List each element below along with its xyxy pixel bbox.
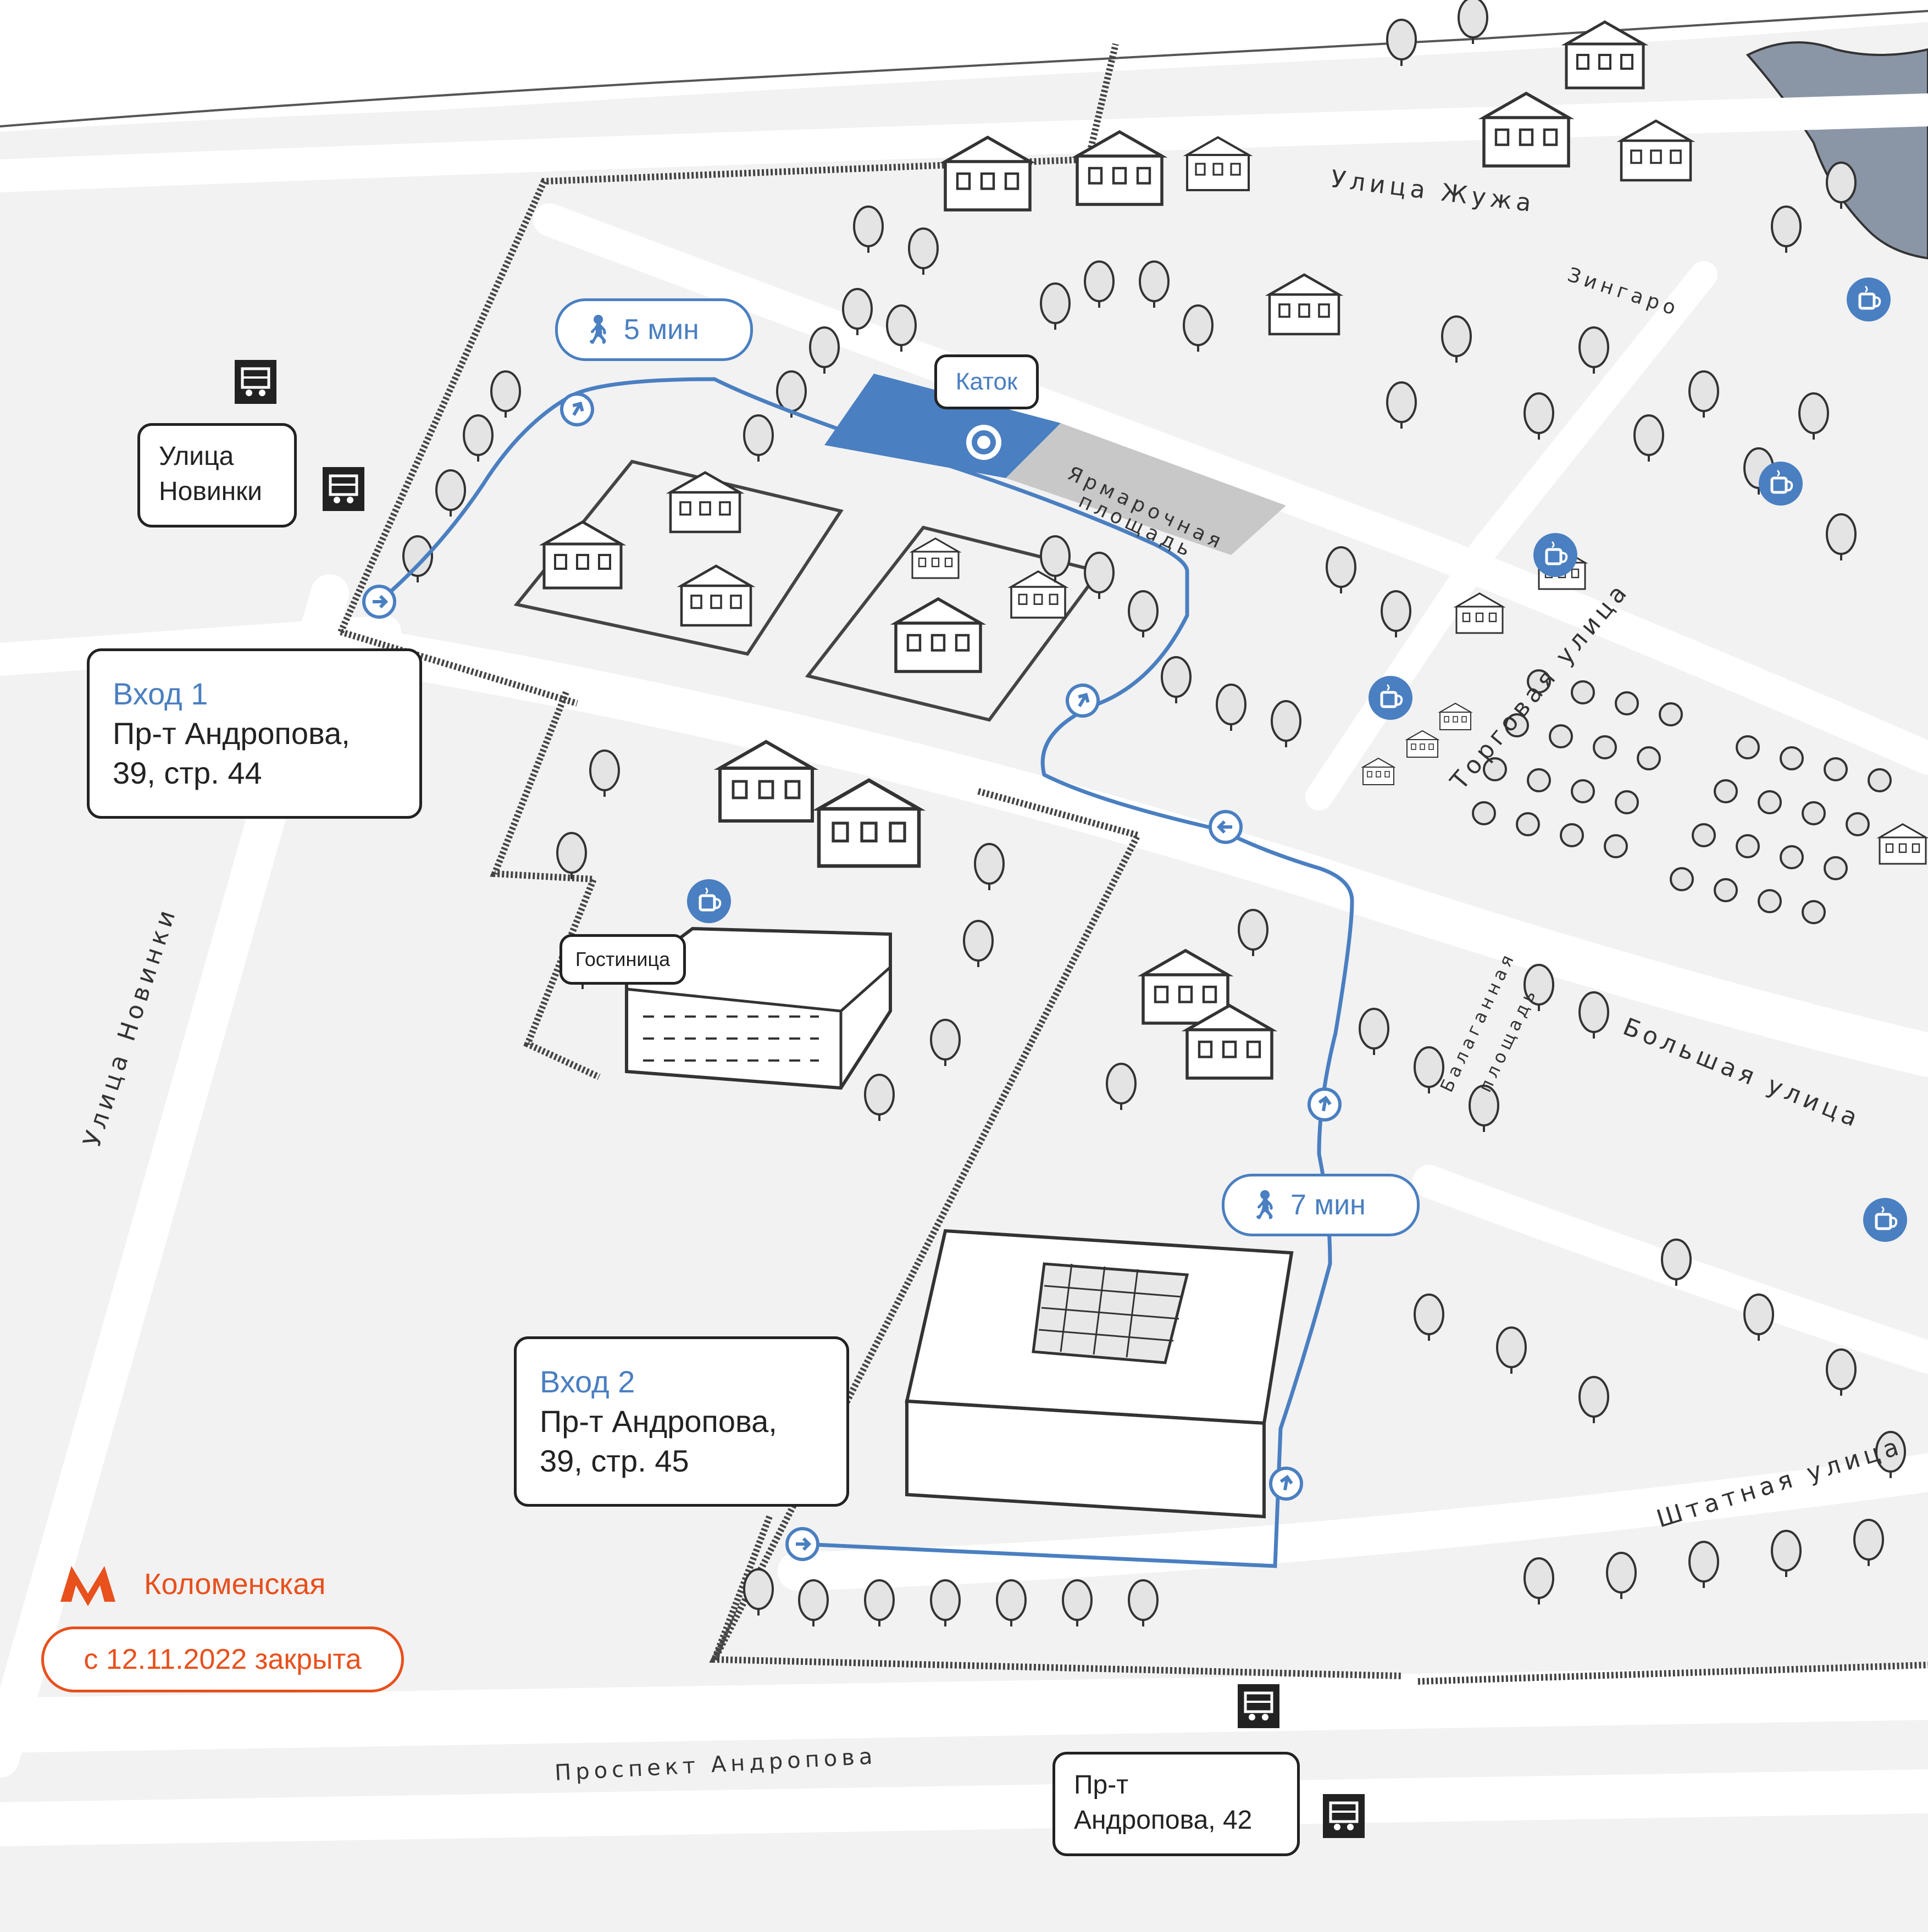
- arrow-circle-icon: [787, 1529, 818, 1559]
- route-entrance-2: [802, 828, 1354, 1568]
- bus-icon: [323, 467, 364, 511]
- arrow-circle-icon: [364, 586, 395, 617]
- entrance-address-line2: 39, стр. 44: [113, 756, 262, 790]
- metro-station-name: Коломенская: [144, 1568, 326, 1601]
- cafe-icon: [1759, 462, 1803, 506]
- bus-icon: [1323, 1794, 1365, 1838]
- cafe-icon: [1847, 277, 1891, 321]
- bus-stop-label-andropova-42: Пр-т Андропова, 42: [1052, 1752, 1300, 1856]
- walk-icon: 🚶︎: [1246, 1189, 1283, 1221]
- entrance-address-line1: Пр-т Андропова,: [113, 716, 350, 751]
- bus-stop-name-line2: Новинки: [159, 477, 262, 506]
- target-icon: [966, 425, 1001, 460]
- metro-m-icon: [60, 1566, 115, 1606]
- bus-stop-name-line2: Андропова, 42: [1074, 1806, 1253, 1835]
- rink-label: Каток: [934, 354, 1039, 409]
- entrance-address-line2: 39, стр. 45: [540, 1444, 689, 1478]
- fences: [337, 43, 1928, 1685]
- fair-square-area: [1006, 423, 1286, 555]
- hotel-label-text: Гостиница: [575, 948, 671, 970]
- cafe-icon: [1369, 676, 1412, 720]
- entrance-address-line1: Пр-т Андропова,: [540, 1404, 777, 1439]
- hotel-label: Гостиница: [559, 934, 686, 985]
- entrance-title: Вход 2: [540, 1364, 635, 1399]
- orchard: [1472, 669, 1892, 924]
- route-time-5min: 🚶︎ 5 мин: [555, 298, 753, 361]
- route-time-text: 5 мин: [624, 314, 699, 346]
- rink-label-text: Каток: [955, 368, 1018, 395]
- river-shore: [0, 10, 1928, 127]
- route-time-7min: 🚶︎ 7 мин: [1222, 1174, 1420, 1236]
- entrance-1-label: Вход 1 Пр-т Андропова, 39, стр. 44: [87, 648, 422, 819]
- bus-stop-name-line1: Пр-т: [1074, 1770, 1129, 1800]
- route-entrance-1: [378, 377, 1221, 832]
- roads: [0, 93, 1928, 1846]
- entrance-2-label: Вход 2 Пр-т Андропова, 39, стр. 45: [514, 1336, 849, 1507]
- cafe-icon: [1863, 1198, 1907, 1242]
- metro-status-text: с 12.11.2022 закрыта: [84, 1644, 362, 1675]
- large-hall: [905, 1229, 1294, 1519]
- walk-icon: 🚶︎: [580, 314, 617, 346]
- entrance-title: Вход 1: [113, 676, 208, 711]
- route-time-text: 7 мин: [1290, 1189, 1366, 1221]
- arrow-circle-icon: [1210, 812, 1241, 842]
- hotel-building: [625, 926, 892, 1090]
- rink-area: [824, 374, 1061, 478]
- cafe-icon: [1533, 533, 1577, 577]
- metro-status-badge: с 12.11.2022 закрыта: [41, 1626, 404, 1692]
- bus-stop-label-novinki: Улица Новинки: [137, 423, 297, 528]
- bus-icon: [235, 360, 276, 404]
- cafe-icon: [687, 879, 731, 923]
- bus-stop-name-line1: Улица: [159, 442, 234, 471]
- bus-icon: [1238, 1684, 1279, 1728]
